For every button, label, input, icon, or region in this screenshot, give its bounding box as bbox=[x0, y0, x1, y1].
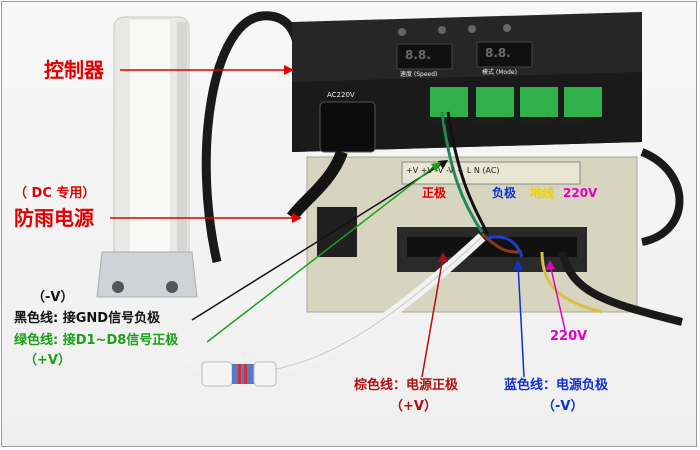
blue-wire-label: 蓝色线：电源负极 bbox=[504, 378, 609, 393]
waterproof-connector bbox=[201, 361, 277, 387]
brown-wire-arrow bbox=[421, 256, 444, 378]
terminal-label-1: GND D7 bbox=[428, 119, 453, 126]
blue-power-wire bbox=[487, 235, 524, 258]
mode-label: 模式 (Mode) bbox=[482, 69, 517, 76]
terminal-label-2: GND D6 D5 bbox=[470, 119, 505, 126]
ac-power-cord bbox=[287, 149, 348, 221]
psu-220v-label: 220V bbox=[563, 186, 598, 200]
black-wire-label: 黑色线: 接GND信号负极 bbox=[14, 311, 161, 326]
power-supply-unit bbox=[306, 156, 638, 313]
brown-wire-label: 棕色线：电源正极 bbox=[354, 378, 459, 393]
psu-220v-bottom-label: 220V bbox=[550, 329, 588, 344]
psu-ground-label: 地线 bbox=[530, 186, 555, 200]
brown-wire-v-label: （+V） bbox=[390, 399, 437, 414]
terminal-label-4: GND D2 D1 bbox=[560, 119, 595, 126]
ac-input-text: AC220V bbox=[327, 91, 355, 99]
black-gnd-wire bbox=[446, 111, 490, 235]
controller-label: 控制器 bbox=[44, 58, 104, 82]
led-tube bbox=[96, 16, 198, 298]
blue-wire-arrow bbox=[517, 263, 525, 378]
black-wire-arrow bbox=[191, 161, 446, 321]
rainproof-psu-label: 防雨电源 bbox=[14, 206, 94, 230]
controller-box bbox=[292, 12, 642, 153]
black-cable-right bbox=[640, 148, 684, 246]
terminal-label-3: GND D4 D3 bbox=[516, 119, 551, 126]
green-wire-arrow bbox=[206, 163, 439, 343]
speed-label: 速度 (Speed) bbox=[400, 71, 438, 78]
ac-wire-arrow bbox=[549, 263, 566, 331]
psu-negative-label: 负极 bbox=[492, 186, 517, 200]
blue-wire-v-label: （-V） bbox=[542, 399, 584, 414]
yellow-earth-wire bbox=[540, 251, 603, 314]
neg-v-top-label: （-V） bbox=[32, 290, 74, 305]
black-power-cable bbox=[201, 11, 304, 263]
dc-only-label: （ DC 专用） bbox=[14, 186, 96, 201]
annotation-arrows bbox=[110, 65, 566, 378]
green-signal-wire bbox=[440, 111, 484, 233]
speed-display: 8.8. bbox=[405, 48, 431, 62]
pos-v-left-label: （+V） bbox=[24, 353, 71, 368]
green-wire-label: 绿色线: 接D1~D8信号正极 bbox=[14, 333, 179, 348]
psu-terminal-text: +V +V -V -V ⏚ L N (AC) bbox=[406, 166, 500, 175]
mains-cable bbox=[558, 250, 683, 326]
mode-display: 8.8. bbox=[485, 46, 511, 60]
psu-positive-label: 正极 bbox=[422, 186, 447, 200]
